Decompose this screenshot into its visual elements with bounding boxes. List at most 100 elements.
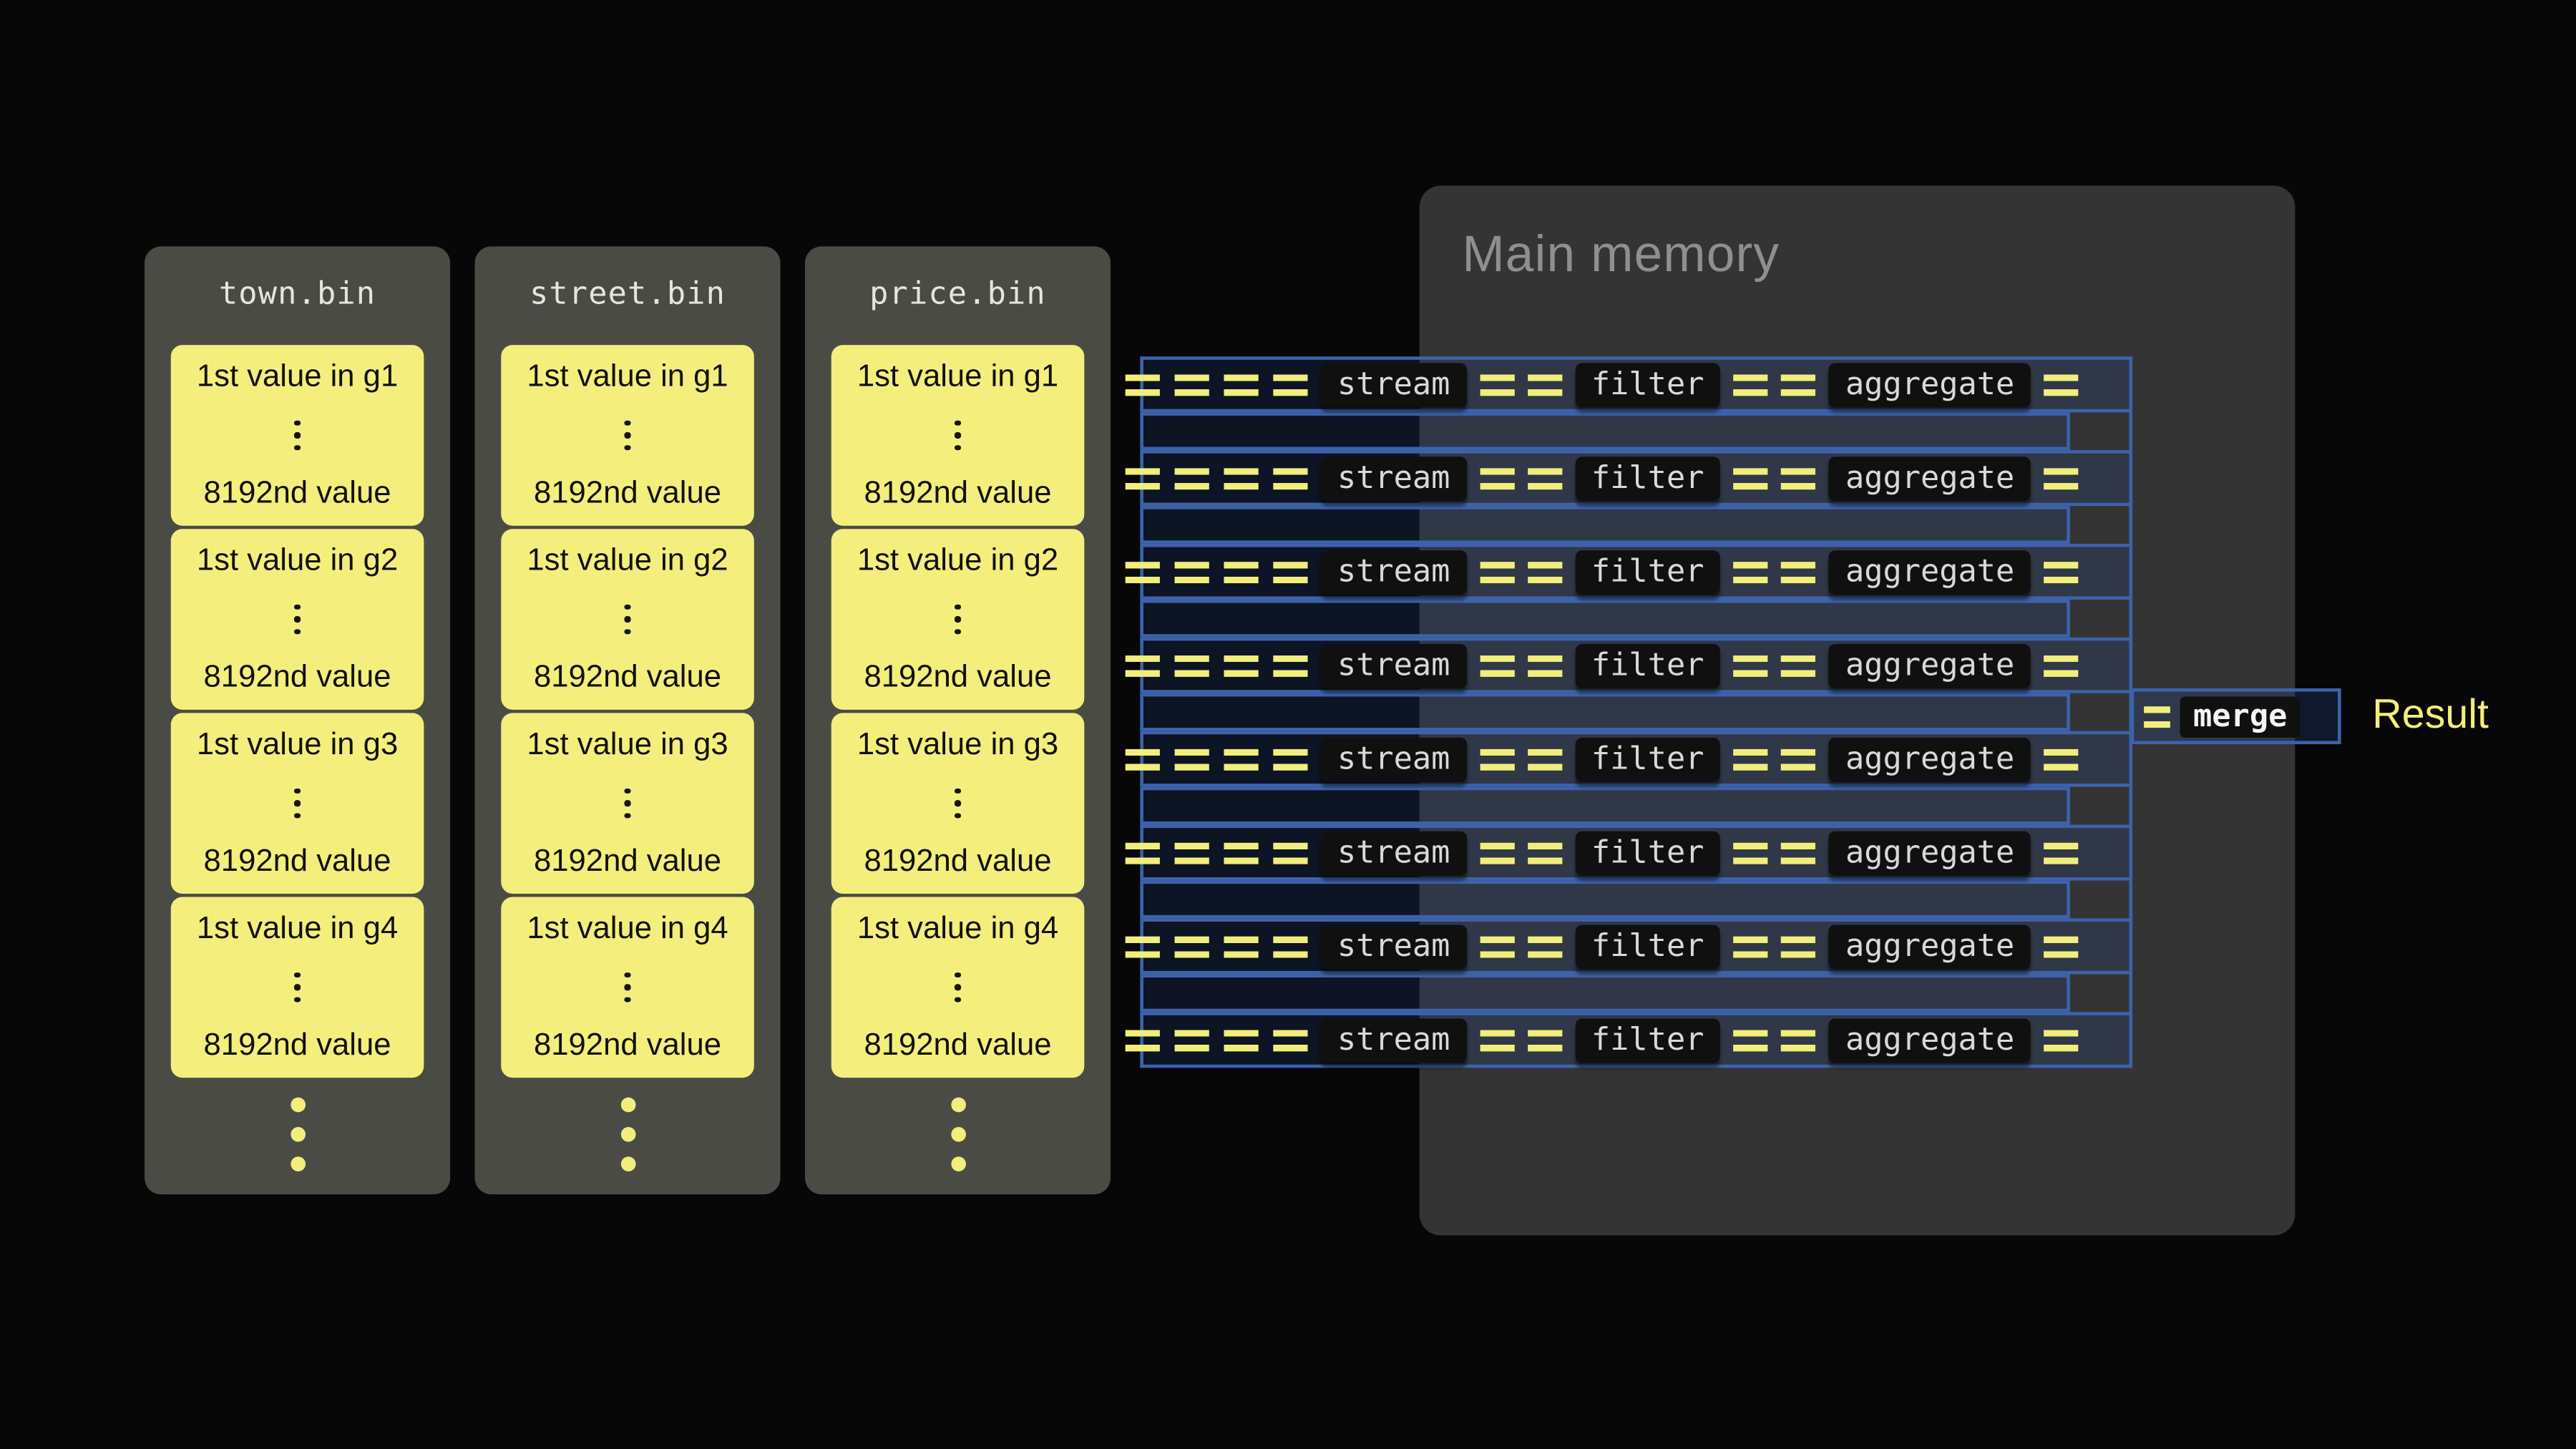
dash-icon [1125, 561, 1160, 582]
pipeline-lane [1140, 506, 2070, 544]
stream-dashes [1125, 374, 1308, 396]
value-group: 1st value in g4 8192nd value [831, 897, 1085, 1078]
group-last-value: 8192nd value [203, 1028, 391, 1063]
value-group: 1st value in g4 8192nd value [170, 897, 424, 1078]
stream-dashes [1125, 1029, 1308, 1051]
merge-label: merge [2180, 696, 2301, 737]
dash-icon [1273, 748, 1308, 770]
result-label: Result [2372, 691, 2489, 738]
group-last-value: 8192nd value [534, 844, 722, 879]
group-first-value: 1st value in g3 [857, 728, 1059, 763]
dash-icon [2044, 374, 2079, 396]
dash-icon [1781, 467, 1816, 489]
vertical-ellipsis-icon [625, 788, 631, 819]
dash-icon [1174, 467, 1209, 489]
dash-icon [1479, 374, 1514, 396]
file-columns: town.bin 1st value in g1 8192nd value 1s… [145, 246, 1111, 1195]
vertical-ellipsis-icon [625, 604, 631, 635]
filter-stage: filter [1574, 924, 1721, 969]
filter-stage: filter [1574, 456, 1721, 501]
stream-dashes [1125, 467, 1308, 489]
pipeline-lane [1140, 600, 2070, 638]
dash-icon [1733, 1029, 1769, 1051]
dash-icon [2044, 935, 2079, 957]
stream-stage: stream [1320, 362, 1467, 407]
group-last-value: 8192nd value [864, 1028, 1052, 1063]
filter-stage: filter [1574, 736, 1721, 781]
file-column: price.bin 1st value in g1 8192nd value 1… [804, 246, 1111, 1195]
value-groups: 1st value in g1 8192nd value 1st value i… [501, 345, 754, 1078]
dash-icon [1781, 561, 1816, 582]
dash-icon [1781, 654, 1816, 676]
aggregate-stage: aggregate [1828, 456, 2031, 501]
dash-icon [2044, 467, 2079, 489]
dash-icon [1224, 374, 1259, 396]
group-first-value: 1st value in g3 [527, 728, 728, 763]
group-last-value: 8192nd value [864, 476, 1052, 512]
vertical-ellipsis-icon [294, 420, 301, 451]
dash-icon [2044, 654, 2079, 676]
group-last-value: 8192nd value [203, 844, 391, 879]
dash-icon [2044, 841, 2079, 864]
dash-icon [1273, 1029, 1308, 1051]
dash-icon [1527, 935, 1562, 957]
pipeline-lane [1140, 786, 2070, 825]
dash-icon [1781, 1029, 1816, 1051]
dash-icon [1125, 467, 1160, 489]
pipeline-row: stream filter aggregate [1125, 731, 2133, 787]
group-first-value: 1st value in g4 [527, 912, 728, 947]
vertical-ellipsis-icon [625, 972, 631, 1003]
group-first-value: 1st value in g2 [527, 543, 728, 579]
dash-icon [2044, 1029, 2079, 1051]
dash-icon [1224, 561, 1259, 582]
value-group: 1st value in g1 8192nd value [170, 345, 424, 526]
dash-icon [1527, 374, 1562, 396]
value-group: 1st value in g3 8192nd value [170, 713, 424, 894]
group-first-value: 1st value in g2 [857, 543, 1059, 579]
dash-icon [1781, 935, 1816, 957]
dash-icon [2044, 748, 2079, 770]
vertical-ellipsis-icon [955, 604, 961, 635]
vertical-ellipsis-icon [294, 604, 301, 635]
group-last-value: 8192nd value [534, 476, 722, 512]
more-groups-ellipsis-icon [950, 1097, 965, 1171]
dash-icon [1733, 654, 1769, 676]
dash-icon [1224, 841, 1259, 864]
aggregate-stage: aggregate [1828, 643, 2031, 688]
value-group: 1st value in g3 8192nd value [501, 713, 754, 894]
dash-icon [1174, 374, 1209, 396]
aggregate-stage: aggregate [1828, 924, 2031, 969]
filter-stage: filter [1574, 362, 1721, 407]
dash-icon [1527, 654, 1562, 676]
dash-icon [1273, 374, 1308, 396]
group-first-value: 1st value in g3 [196, 728, 399, 763]
dash-icon [1125, 935, 1160, 957]
value-groups: 1st value in g1 8192nd value 1st value i… [831, 345, 1085, 1078]
aggregate-stage: aggregate [1828, 736, 2031, 781]
filter-stage: filter [1574, 643, 1721, 688]
stream-dashes [1125, 561, 1308, 582]
value-group: 1st value in g2 8192nd value [170, 529, 424, 710]
vertical-ellipsis-icon [294, 972, 301, 1003]
group-first-value: 1st value in g4 [857, 912, 1059, 947]
dash-icon [2144, 706, 2170, 727]
dash-icon [1174, 561, 1209, 582]
dash-icon [1781, 841, 1816, 864]
group-first-value: 1st value in g1 [196, 359, 399, 395]
dash-icon [1174, 654, 1209, 676]
stream-stage: stream [1320, 830, 1467, 875]
stream-stage: stream [1320, 1018, 1467, 1063]
group-last-value: 8192nd value [203, 660, 391, 696]
dash-icon [1527, 561, 1562, 582]
main-memory-title: Main memory [1462, 225, 1780, 283]
pipeline-lane [1140, 693, 2070, 731]
stream-dashes [1125, 654, 1308, 676]
dash-icon [1733, 561, 1769, 582]
value-groups: 1st value in g1 8192nd value 1st value i… [170, 345, 424, 1078]
stream-dashes [1125, 935, 1308, 957]
pipeline-row: stream filter aggregate [1125, 356, 2133, 413]
dash-icon [1781, 748, 1816, 770]
more-groups-ellipsis-icon [290, 1097, 305, 1171]
dash-icon [1733, 467, 1769, 489]
